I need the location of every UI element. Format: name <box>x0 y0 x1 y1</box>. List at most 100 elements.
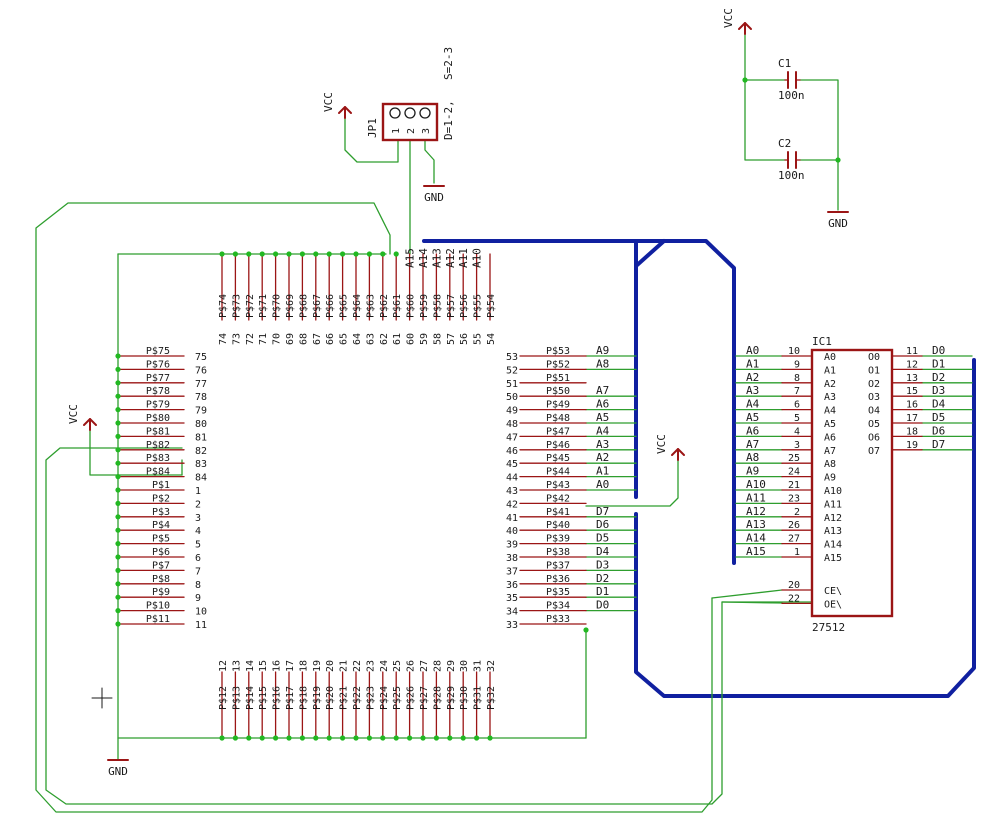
pin-number: 63 <box>365 333 376 345</box>
junction-dot <box>115 500 121 506</box>
eprom-net-label: D5 <box>932 411 945 424</box>
pin-number: 5 <box>195 540 201 551</box>
net-label: A1 <box>596 465 609 478</box>
pad-label: P$81 <box>146 426 170 437</box>
junction-dot <box>366 251 372 257</box>
junction-dot <box>433 735 439 741</box>
pad-label: P$68 <box>298 294 309 318</box>
vcc-arrow <box>338 106 352 114</box>
pad-label: P$47 <box>546 426 570 437</box>
pad-label: P$20 <box>325 686 336 710</box>
eprom-pin-name: O1 <box>868 365 880 376</box>
jumper-body <box>381 102 439 142</box>
pin-number: 11 <box>195 620 207 631</box>
pin-number: 36 <box>506 580 518 591</box>
eprom-net-label: A1 <box>746 357 759 370</box>
net-label: D1 <box>596 585 609 598</box>
pin-number: 79 <box>195 406 207 417</box>
pad-label: P$1 <box>152 480 170 491</box>
junction-dot <box>115 581 121 587</box>
loop-wire-a <box>45 447 813 805</box>
eprom-net-label: D4 <box>932 398 946 411</box>
eprom-body <box>810 348 894 618</box>
net-label: A15 <box>404 248 417 268</box>
net-label: D2 <box>596 572 609 585</box>
pad-label: P$39 <box>546 534 570 545</box>
pad-label: P$9 <box>152 587 170 598</box>
junction-dot <box>115 366 121 372</box>
net-label: D7 <box>596 505 609 518</box>
eprom-pin-number: 22 <box>788 593 800 604</box>
eprom-pin-name: A13 <box>824 526 842 537</box>
pad-label: P$19 <box>312 686 323 710</box>
eprom-pin-number: 11 <box>906 346 918 357</box>
eprom-net-label: A12 <box>746 505 766 518</box>
pin-number: 23 <box>365 660 376 672</box>
net-label: A5 <box>596 411 609 424</box>
eprom-pin-name: A12 <box>824 513 842 524</box>
eprom-net-label: D0 <box>932 344 945 357</box>
net-label: D5 <box>596 532 609 545</box>
pad-label: P$10 <box>146 601 170 612</box>
eprom-pin-number: 23 <box>788 493 800 504</box>
pin-number: 28 <box>432 660 443 672</box>
pin-number: 45 <box>506 459 518 470</box>
eprom-net-label: A5 <box>746 411 759 424</box>
junction-dot <box>366 735 372 741</box>
eprom-pin-number: 25 <box>788 453 800 464</box>
junction-dot <box>219 735 225 741</box>
pin-number: 10 <box>195 607 207 618</box>
junction-dot <box>115 474 121 480</box>
junction-dot <box>115 567 121 574</box>
pin-number: 82 <box>195 446 207 457</box>
eprom-pin-number: 8 <box>794 373 800 384</box>
pad-label: P$55 <box>473 294 484 318</box>
pad-label: P$78 <box>146 386 170 397</box>
pin-number: 58 <box>432 333 443 345</box>
pad-label: P$61 <box>392 294 403 318</box>
pad-label: P$38 <box>546 547 570 558</box>
eprom-net-label: A8 <box>746 451 759 464</box>
pad-label: P$33 <box>546 614 570 625</box>
pin-number: 4 <box>195 526 201 537</box>
pad-label: P$69 <box>285 294 296 318</box>
pad-label: P$3 <box>152 507 170 518</box>
junction-dot <box>313 735 319 741</box>
pin-number: 60 <box>406 333 417 345</box>
eprom-pin-number: 21 <box>788 480 800 491</box>
pad-label: P$77 <box>146 373 170 384</box>
pad-label: P$66 <box>325 294 336 318</box>
junctions <box>115 77 841 741</box>
vcc-arrow <box>671 448 685 456</box>
pin-number: 54 <box>486 333 497 345</box>
net-label: A11 <box>457 248 470 268</box>
pin-number: 25 <box>392 660 403 672</box>
eprom-pin-number: 16 <box>906 400 918 411</box>
cap-name: C1 <box>778 57 791 70</box>
pad-label: P$74 <box>218 294 229 318</box>
pin-number: 68 <box>298 333 309 345</box>
vcc-arrow <box>83 418 97 426</box>
eprom-pin-name: A14 <box>824 540 842 551</box>
pin-number: 75 <box>195 352 207 363</box>
pad-label: P$16 <box>272 686 283 710</box>
eprom-pin-number: 19 <box>906 440 918 451</box>
net-label: D3 <box>596 558 609 571</box>
pad-label: P$12 <box>218 686 229 710</box>
pad-label: P$14 <box>245 686 256 710</box>
jumper-note: D=1-2, <box>442 100 455 140</box>
junction-dot <box>380 735 386 741</box>
pin-number: 7 <box>195 566 201 577</box>
pin-number: 77 <box>195 379 207 390</box>
eprom-pin-name: CE\ <box>824 586 842 597</box>
junction-dot <box>246 251 252 257</box>
junction-dot <box>835 157 841 163</box>
pin-number: 43 <box>506 486 518 497</box>
junction-dot <box>742 77 748 83</box>
bus-address-branch <box>634 239 666 268</box>
eprom-net-label: A13 <box>746 518 766 531</box>
vcc-right-wire <box>585 459 679 507</box>
net-label: A14 <box>417 248 430 268</box>
junction-dot <box>393 735 399 741</box>
pad-label: P$27 <box>419 686 430 710</box>
